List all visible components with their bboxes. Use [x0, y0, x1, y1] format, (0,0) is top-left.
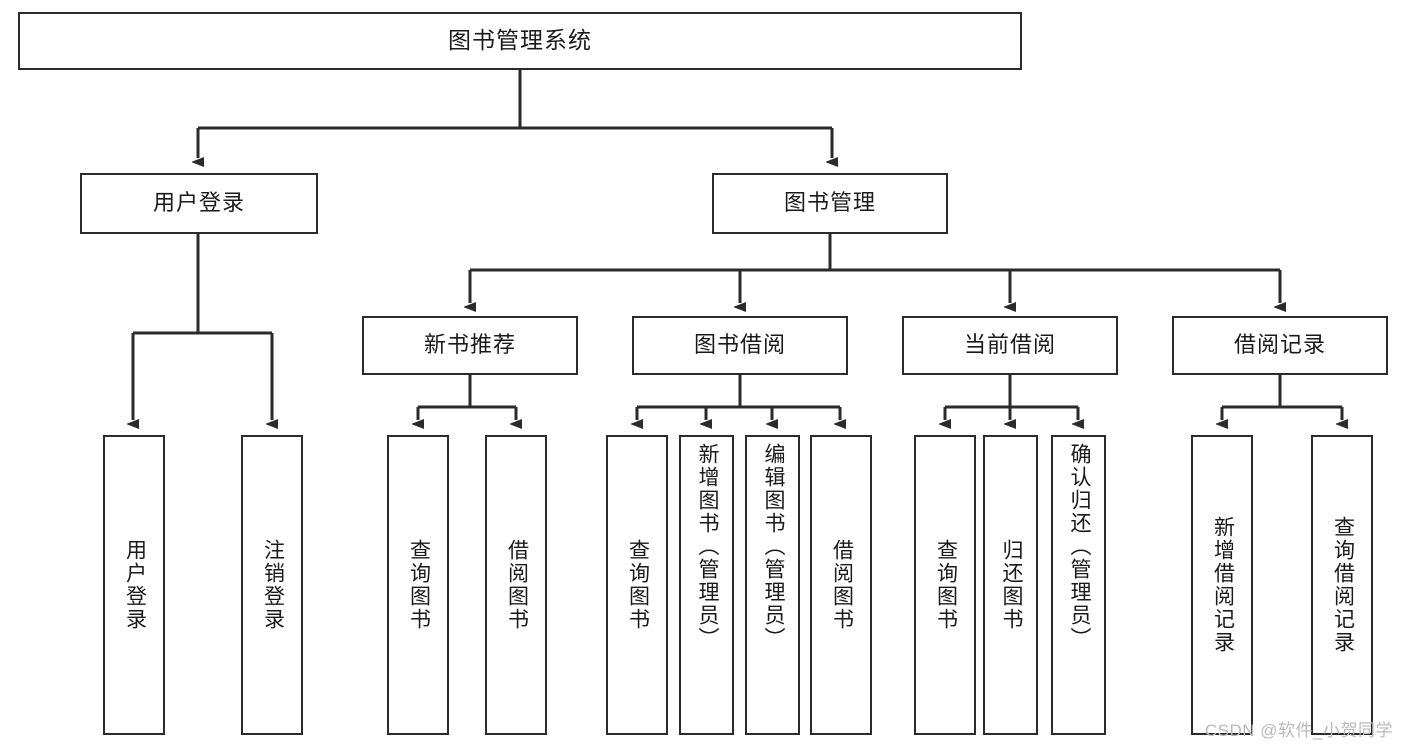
node-label: 当前借阅 — [963, 332, 1056, 358]
leaf-book-borrow-query[interactable]: 查询图书 — [606, 435, 668, 735]
leaf-borrow-record-query[interactable]: 查询借阅记录 — [1311, 435, 1373, 735]
node-label: 用户登录 — [152, 190, 245, 216]
leaf-current-borrow-query[interactable]: 查询图书 — [914, 435, 976, 735]
leaf-current-borrow-confirm-return[interactable]: 确认归还（管理员） — [1051, 435, 1106, 735]
node-new-book-recommend[interactable]: 新书推荐 — [362, 316, 578, 375]
node-label: 借阅记录 — [1233, 332, 1326, 358]
node-label: 查询图书 — [407, 539, 431, 631]
node-label: 编辑图书（管理员） — [761, 443, 785, 650]
node-book-manage[interactable]: 图书管理 — [712, 173, 948, 234]
leaf-borrow-record-add[interactable]: 新增借阅记录 — [1191, 435, 1253, 735]
node-user-login[interactable]: 用户登录 — [80, 173, 318, 234]
leaf-current-borrow-return[interactable]: 归还图书 — [983, 435, 1038, 735]
node-book-borrow[interactable]: 图书借阅 — [632, 316, 848, 375]
node-current-borrow[interactable]: 当前借阅 — [902, 316, 1118, 375]
leaf-book-borrow-add[interactable]: 新增图书（管理员） — [679, 435, 734, 735]
node-root-system[interactable]: 图书管理系统 — [18, 12, 1022, 70]
leaf-user-login-logout[interactable]: 注销登录 — [241, 435, 303, 735]
leaf-user-login-login[interactable]: 用户登录 — [103, 435, 165, 735]
leaf-new-book-borrow[interactable]: 借阅图书 — [485, 435, 547, 735]
leaf-book-borrow-edit[interactable]: 编辑图书（管理员） — [745, 435, 800, 735]
node-label: 图书借阅 — [693, 332, 786, 358]
csdn-watermark: CSDN @软件_小贺同学 — [1204, 721, 1393, 740]
node-label: 用户登录 — [123, 539, 147, 631]
leaf-book-borrow-borrow[interactable]: 借阅图书 — [810, 435, 872, 735]
node-label: 注销登录 — [261, 539, 285, 631]
node-label: 图书管理系统 — [448, 27, 592, 54]
node-borrow-record[interactable]: 借阅记录 — [1172, 316, 1388, 375]
node-label: 确认归还（管理员） — [1067, 443, 1091, 650]
node-label: 查询借阅记录 — [1331, 516, 1355, 654]
leaf-new-book-query[interactable]: 查询图书 — [387, 435, 449, 735]
node-label: 借阅图书 — [830, 539, 854, 631]
node-label: 查询图书 — [626, 539, 650, 631]
node-label: 查询图书 — [934, 539, 958, 631]
node-label: 新书推荐 — [423, 332, 516, 358]
node-label: 借阅图书 — [505, 539, 529, 631]
node-label: 新增借阅记录 — [1211, 516, 1235, 654]
node-label: 新增图书（管理员） — [695, 443, 719, 650]
node-label: 图书管理 — [783, 190, 876, 216]
node-label: 归还图书 — [999, 539, 1023, 631]
